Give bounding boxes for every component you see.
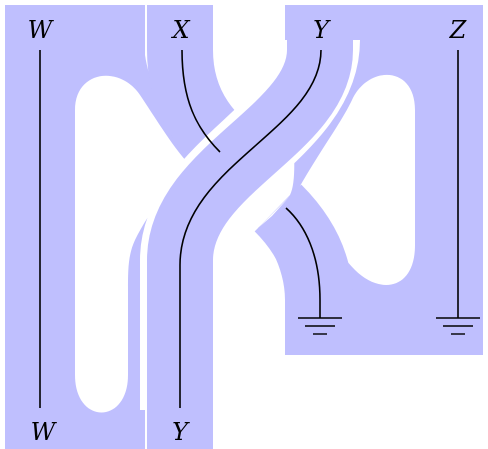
wire-y xyxy=(179,49,322,408)
wire-x xyxy=(181,49,221,153)
right-hole xyxy=(295,74,415,285)
label-bottom-w: W xyxy=(31,418,58,446)
label-top-y: Y xyxy=(313,16,331,44)
label-top-w: W xyxy=(28,16,55,44)
wire-y-ground xyxy=(285,207,321,318)
label-bottom-y: Y xyxy=(172,418,190,446)
label-top-x: X xyxy=(170,16,190,44)
left-hole xyxy=(75,75,190,413)
label-top-z: Z xyxy=(449,16,468,44)
ground-icon xyxy=(298,317,342,335)
ground-icon xyxy=(436,317,480,335)
ground-band-notch xyxy=(258,196,290,228)
